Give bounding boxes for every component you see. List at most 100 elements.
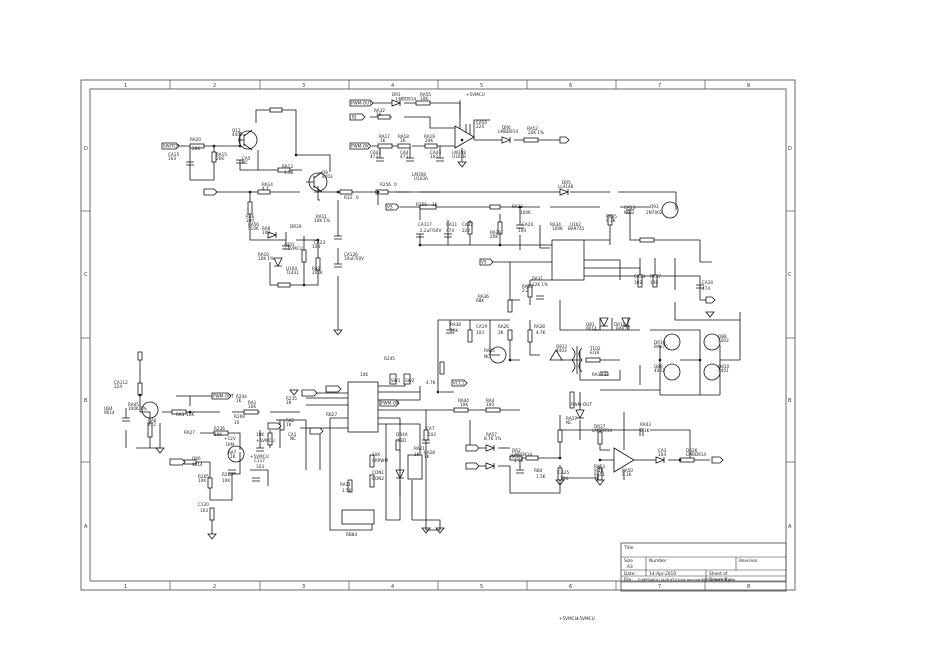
transistor-q811 xyxy=(703,363,721,381)
component-label: 103 xyxy=(430,154,438,159)
component-label: 10K xyxy=(222,478,230,483)
transformer-t102 xyxy=(549,346,583,374)
component-label: RA36 xyxy=(478,294,489,299)
component-label: 4.7K xyxy=(606,218,616,223)
component-label: LMBD914 xyxy=(396,97,416,102)
number-label: Number xyxy=(649,558,667,564)
resistor-ra52 xyxy=(523,137,539,143)
component-label: 2.2uF/50V xyxy=(420,228,441,233)
opamp-u103a xyxy=(613,447,635,473)
component-label: CA5 xyxy=(242,156,251,161)
component-label: RA33 xyxy=(512,204,523,209)
resistor-ra54 xyxy=(525,455,539,461)
ground-symbol xyxy=(705,311,715,318)
diode-dr16 xyxy=(621,317,631,327)
component-label: DR27 xyxy=(594,424,606,429)
resistor-ra15 xyxy=(211,151,217,163)
component-label: 10K xyxy=(248,404,256,409)
component-label: DR2 xyxy=(512,448,521,453)
component-label: 9014 xyxy=(192,462,203,467)
resistor-r255 xyxy=(419,204,437,210)
component-label: 1.5K xyxy=(514,458,524,463)
component-label: 1K xyxy=(286,400,292,405)
component-label: 2.2 xyxy=(522,288,529,293)
capacitor-ca117 xyxy=(334,263,342,268)
component-label: CA43 xyxy=(430,150,441,155)
port-vs-mid xyxy=(385,203,400,211)
zone-row-b: B xyxy=(84,398,88,404)
component-label: EI19 xyxy=(590,350,600,355)
net-label: PWM-OUT xyxy=(213,394,234,399)
ground-symbol xyxy=(333,329,343,336)
component-label: RA28 xyxy=(424,450,435,455)
component-label: RA53 xyxy=(594,464,605,469)
component-label: DR29 xyxy=(290,224,302,229)
component-label: 100 xyxy=(650,280,658,285)
component-label: 10K 1% xyxy=(258,256,274,261)
component-label: U104 xyxy=(286,266,297,271)
port-sw2 xyxy=(403,373,411,385)
component-label: 102 xyxy=(634,280,642,285)
component-label: U103B xyxy=(452,154,466,159)
component-label: RA11 xyxy=(340,482,351,487)
component-label: RA14 xyxy=(262,182,273,187)
component-label: 20K xyxy=(490,234,498,239)
zone-col-3-bottom: 3 xyxy=(302,584,305,590)
sheet-label: Sheet of xyxy=(709,571,728,577)
connector-con2 xyxy=(341,509,375,525)
resistor-ra29 xyxy=(467,221,473,235)
port-vcc1-mid xyxy=(451,379,468,387)
component-label: 10K xyxy=(460,402,468,407)
component-label: 4403 xyxy=(232,132,243,137)
component-label: 4.7K xyxy=(536,330,546,335)
component-label: 10 xyxy=(604,372,610,377)
net-label: BJ xyxy=(352,115,356,120)
component-label: R244 xyxy=(236,394,247,399)
port-out-bottom xyxy=(711,456,724,464)
component-label: NC xyxy=(624,210,630,215)
component-label: 474 xyxy=(702,286,710,291)
zone-col-3: 3 xyxy=(302,83,305,89)
component-label: RA44 xyxy=(458,398,469,403)
zone-col-5: 5 xyxy=(480,83,483,89)
component-label: R245 xyxy=(384,356,395,361)
component-label: 10K xyxy=(420,96,428,101)
component-label: 4.7 xyxy=(262,186,269,191)
component-label: DR1 xyxy=(392,92,401,97)
resistor-ra11b xyxy=(369,454,375,468)
component-label: NC xyxy=(484,354,490,359)
component-label: 200K xyxy=(312,270,323,275)
component-label: 20K xyxy=(450,328,458,333)
opamp-u103b xyxy=(454,125,475,149)
led-dr4a xyxy=(395,469,405,479)
component-label: RA29 xyxy=(490,230,501,235)
component-label: RA30 xyxy=(522,284,533,289)
component-label: 10K xyxy=(256,432,264,437)
title-block: Title Size A3 Number Revision Date: 14-A… xyxy=(620,542,787,592)
component-label: LL4148 xyxy=(558,184,574,189)
capacitor-ca126 xyxy=(334,235,342,240)
component-label: 224 xyxy=(114,384,122,389)
component-label: 20K xyxy=(216,156,224,161)
component-label: 472 xyxy=(148,422,156,427)
component-label: CA11 xyxy=(446,222,457,227)
component-label: RA31 xyxy=(532,276,543,281)
component-label: U103A xyxy=(414,176,428,181)
port-vb xyxy=(203,188,218,196)
capacitor-ca4 xyxy=(406,157,414,162)
component-label: 104 xyxy=(658,452,666,457)
resistor-ra37 xyxy=(637,274,643,288)
component-label: RB84 xyxy=(346,532,357,537)
component-label: RA43 xyxy=(640,422,651,427)
component-label: LMBD914 xyxy=(592,428,612,433)
resistor-ra20 xyxy=(189,143,205,149)
component-label: 20K 1% xyxy=(528,130,544,135)
component-label: 10K xyxy=(360,372,368,377)
component-label: 473 xyxy=(400,154,408,159)
component-label: RA17 xyxy=(379,134,390,139)
component-label: 9014 xyxy=(586,326,597,331)
resistor-ra3 xyxy=(147,422,153,438)
component-label: CA13 xyxy=(624,205,635,210)
component-label: 20K xyxy=(192,146,200,151)
